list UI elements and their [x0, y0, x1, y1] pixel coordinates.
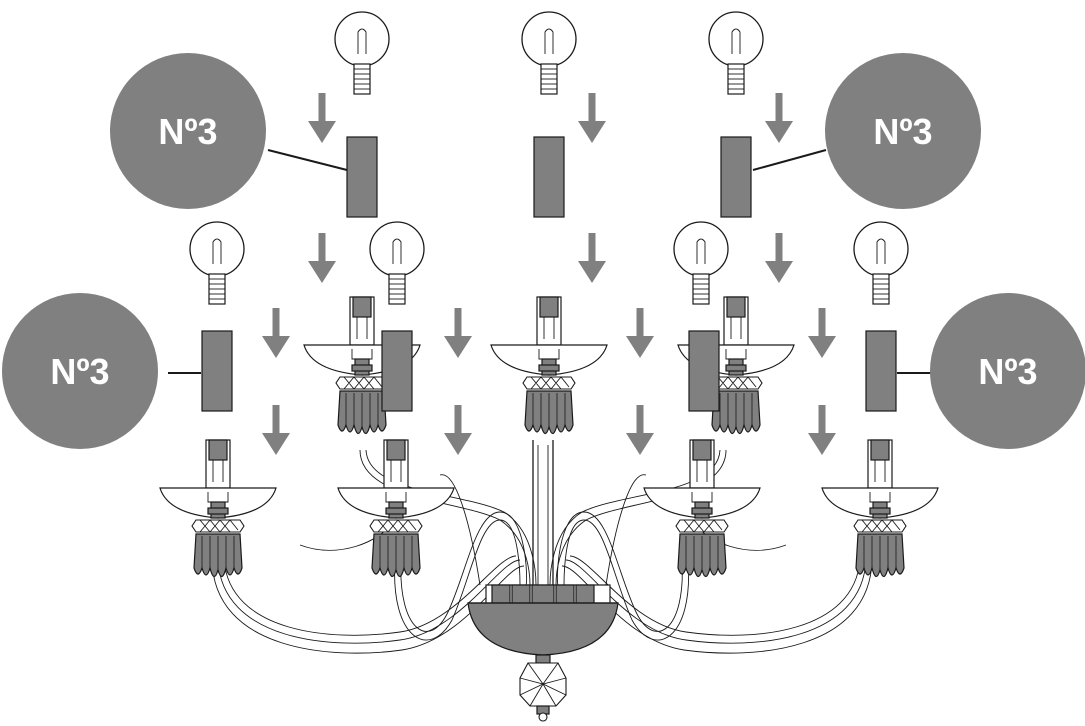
down-arrow-icon [808, 405, 836, 455]
chandelier-body [467, 440, 619, 722]
down-arrow-icon [578, 93, 606, 143]
crystal-sleeve-icon [688, 330, 720, 412]
candle-cup-icon [159, 439, 277, 578]
down-arrow-icon [765, 233, 793, 283]
down-arrow-icon [444, 405, 472, 455]
down-arrow-icon [262, 308, 290, 358]
upper-candle-cups [303, 296, 795, 435]
down-arrow-icon [308, 93, 336, 143]
callout-mid-right: Nº3 [897, 293, 1085, 449]
callout-top-left: Nº3 [110, 53, 348, 209]
callout-top-right: Nº3 [752, 53, 981, 209]
callout-label: Nº3 [158, 111, 217, 152]
candle-cup-icon [821, 439, 939, 578]
crystal-sleeve-icon [720, 136, 752, 218]
light-bulb-icon [334, 11, 390, 95]
light-bulb-icon [673, 221, 729, 305]
light-bulb-icon [189, 221, 245, 305]
callout-label: Nº3 [978, 351, 1037, 392]
down-arrow-icon [808, 308, 836, 358]
crystal-sleeve-icon [201, 330, 233, 412]
candle-cup-icon [490, 296, 608, 435]
light-bulb-icon [369, 221, 425, 305]
down-arrow-icon [626, 405, 654, 455]
down-arrow-icon [578, 233, 606, 283]
crystal-sleeve-icon [381, 330, 413, 412]
callout-circle [825, 53, 981, 209]
callout-circle [2, 293, 158, 449]
candle-cup-icon [643, 439, 761, 578]
crystal-sleeve-icon [865, 330, 897, 412]
down-arrow-icon [262, 405, 290, 455]
down-arrow-icon [626, 308, 654, 358]
crystal-sleeve-icon [346, 136, 378, 218]
lower-candle-cups [159, 439, 939, 578]
down-arrow-icon [308, 233, 336, 283]
callout-label: Nº3 [50, 351, 109, 392]
callout-circle [110, 53, 266, 209]
down-arrow-icon [765, 93, 793, 143]
light-bulb-icon [708, 11, 764, 95]
down-arrow-icon [444, 308, 472, 358]
light-bulb-icon [521, 11, 577, 95]
light-bulb-icon [853, 221, 909, 305]
crystal-sleeve-icon [533, 136, 565, 218]
callout-label: Nº3 [873, 111, 932, 152]
callout-circle [930, 293, 1085, 449]
callout-mid-left: Nº3 [2, 293, 201, 449]
candle-cup-icon [337, 439, 455, 578]
